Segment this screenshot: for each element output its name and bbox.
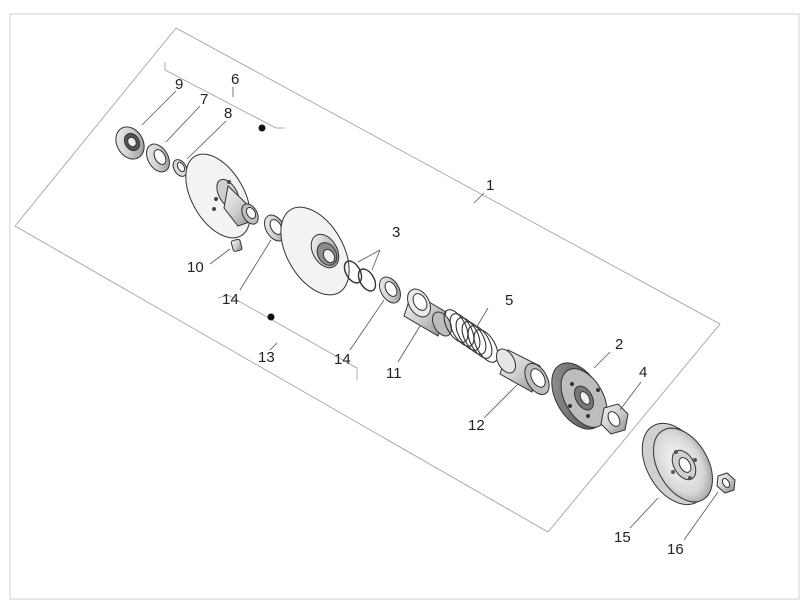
- callout-3: 3: [392, 224, 400, 241]
- callout-4: 4: [639, 364, 647, 381]
- callout-11: 11: [386, 365, 402, 382]
- clutch-part-2: [551, 362, 608, 430]
- nut-part-16: [716, 472, 736, 494]
- bushing-part-14-lower: [379, 276, 401, 304]
- callout-13: 13: [258, 349, 275, 366]
- callout-10: 10: [187, 259, 204, 276]
- callout-1: 1: [486, 177, 494, 194]
- callout-8: 8: [224, 105, 232, 122]
- reference-dot-upper: [258, 124, 266, 132]
- reference-dot-lower: [267, 313, 275, 321]
- callout-15: 15: [614, 529, 631, 546]
- o-rings-part-3: [343, 260, 377, 292]
- spring-part-5: [443, 309, 499, 363]
- seal-ring-part-7: [146, 143, 170, 173]
- callout-2: 2: [615, 336, 623, 353]
- nut-part-4: [600, 403, 629, 435]
- callout-12: 12: [468, 417, 485, 434]
- page-border: [9, 13, 800, 600]
- callout-7: 7: [200, 91, 208, 108]
- sleeve-part-11: [403, 288, 452, 337]
- callout-5: 5: [505, 292, 513, 309]
- assembly-outline: [14, 27, 721, 533]
- callout-14-upper: 14: [222, 291, 239, 308]
- slider-part-10: [230, 238, 243, 252]
- subassembly-outline-bottom: [217, 294, 358, 380]
- callout-6: 6: [231, 71, 239, 88]
- subassembly-outline-top: [164, 62, 285, 129]
- clutch-drum-part-15: [641, 422, 713, 506]
- fixed-pulley-half: [280, 206, 350, 296]
- callout-14-lower: 14: [334, 351, 351, 368]
- callout-16: 16: [667, 541, 684, 558]
- sleeve-part-12: [496, 348, 550, 396]
- leader-lines: [141, 87, 719, 541]
- callout-9: 9: [175, 76, 183, 93]
- bearing-part-9: [115, 126, 145, 160]
- movable-pulley-half: [185, 153, 259, 239]
- bushing-part-8: [172, 159, 188, 177]
